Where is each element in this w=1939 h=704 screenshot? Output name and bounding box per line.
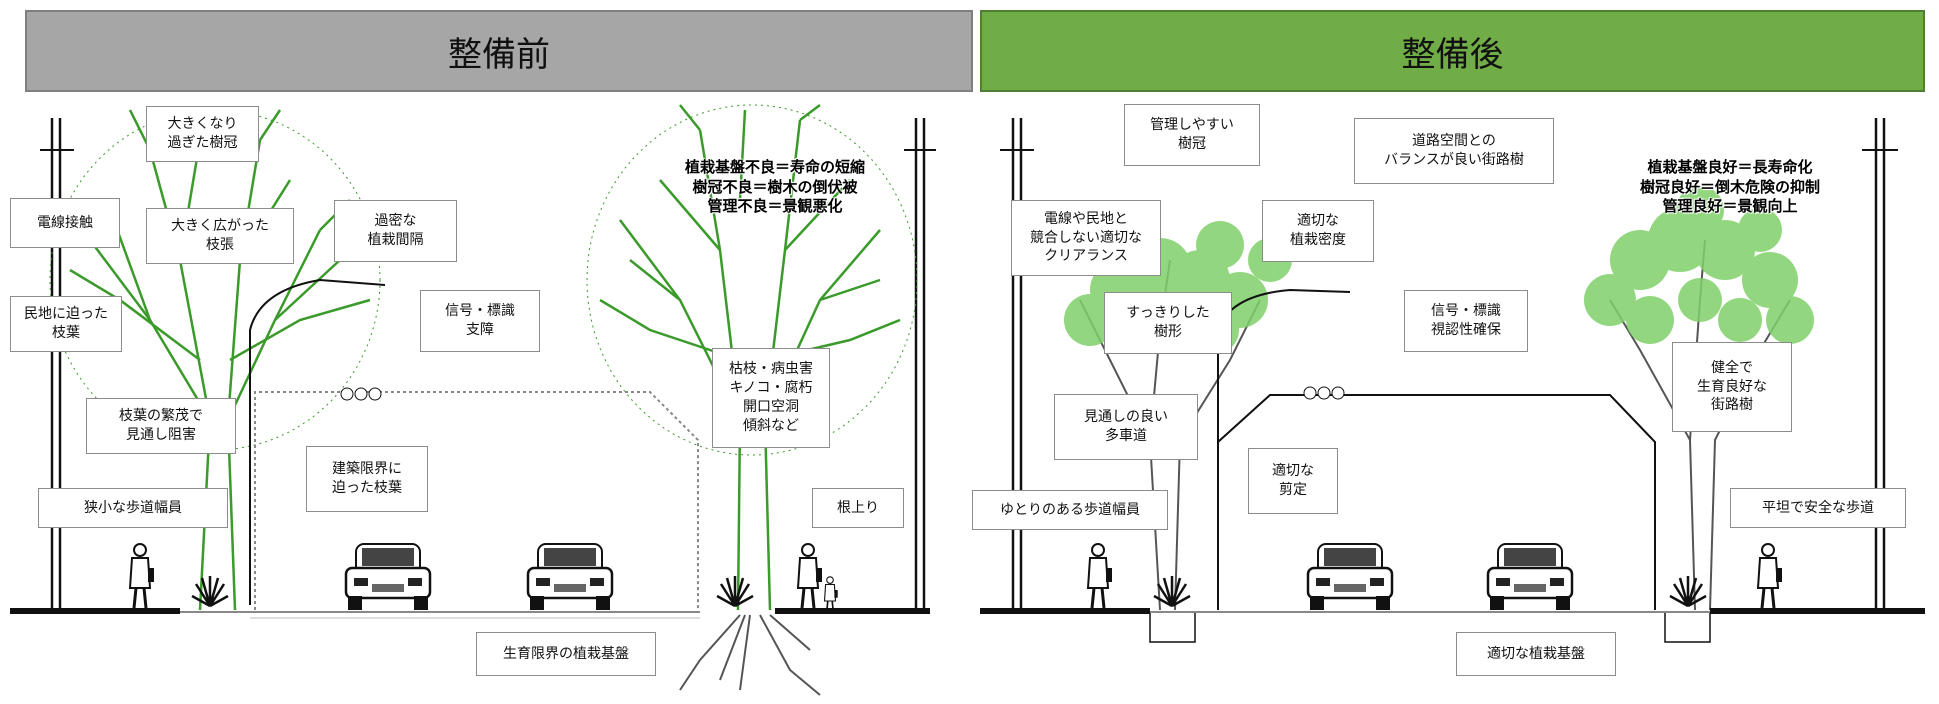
label-narrow-sidewalk: 狭小な歩道幅員 [38, 488, 228, 528]
label-proper-pruning: 適切な 剪定 [1248, 448, 1338, 514]
label-root-lift: 根上り [812, 488, 904, 528]
note-after: 植栽基盤良好＝長寿命化 樹冠良好＝倒木危険の抑制 管理良好＝景観向上 [1639, 158, 1820, 215]
label-dense-spacing: 過密な 植栽間隔 [334, 200, 457, 262]
label-growth-limit: 生育限界の植栽基盤 [476, 632, 656, 676]
label-decay: 枯枝・病虫害 キノコ・腐朽 開口空洞 傾斜など [712, 348, 830, 448]
label-wide-sidewalk: ゆとりのある歩道幅員 [972, 490, 1168, 530]
label-signal-visible: 信号・標識 視認性確保 [1404, 290, 1528, 352]
label-proper-density: 適切な 植栽密度 [1262, 200, 1374, 262]
label-neat-shape: すっきりした 樹形 [1104, 292, 1232, 354]
label-approach-private: 民地に迫った 枝葉 [10, 296, 122, 352]
label-building-limit: 建築限界に 迫った枝葉 [306, 446, 428, 512]
label-clearance: 電線や民地と 競合しない適切な クリアランス [1011, 200, 1161, 276]
note-before: 植栽基盤不良＝寿命の短縮 樹冠不良＝樹木の倒伏被 管理不良＝景観悪化 [684, 158, 865, 215]
label-spread-branches: 大きく広がった 枝張 [146, 208, 294, 264]
label-visibility-block: 枝葉の繁茂で 見通し阻害 [86, 398, 236, 454]
label-signal-obstruct: 信号・標識 支障 [420, 290, 540, 352]
header-after: 整備後 [980, 10, 1925, 92]
label-balance-trees: 道路空間との バランスが良い街路樹 [1354, 118, 1554, 184]
label-oversized-crown: 大きくなり 過ぎた樹冠 [146, 106, 259, 162]
label-proper-base: 適切な植栽基盤 [1456, 632, 1616, 676]
label-healthy-trees: 健全で 生育良好な 街路樹 [1672, 342, 1792, 432]
header-before: 整備前 [25, 10, 973, 92]
label-wire-contact: 電線接触 [10, 198, 120, 248]
label-easy-crown: 管理しやすい 樹冠 [1124, 104, 1260, 166]
label-good-visibility: 見通しの良い 多車道 [1054, 394, 1198, 460]
label-flat-sidewalk: 平坦で安全な歩道 [1730, 488, 1906, 528]
